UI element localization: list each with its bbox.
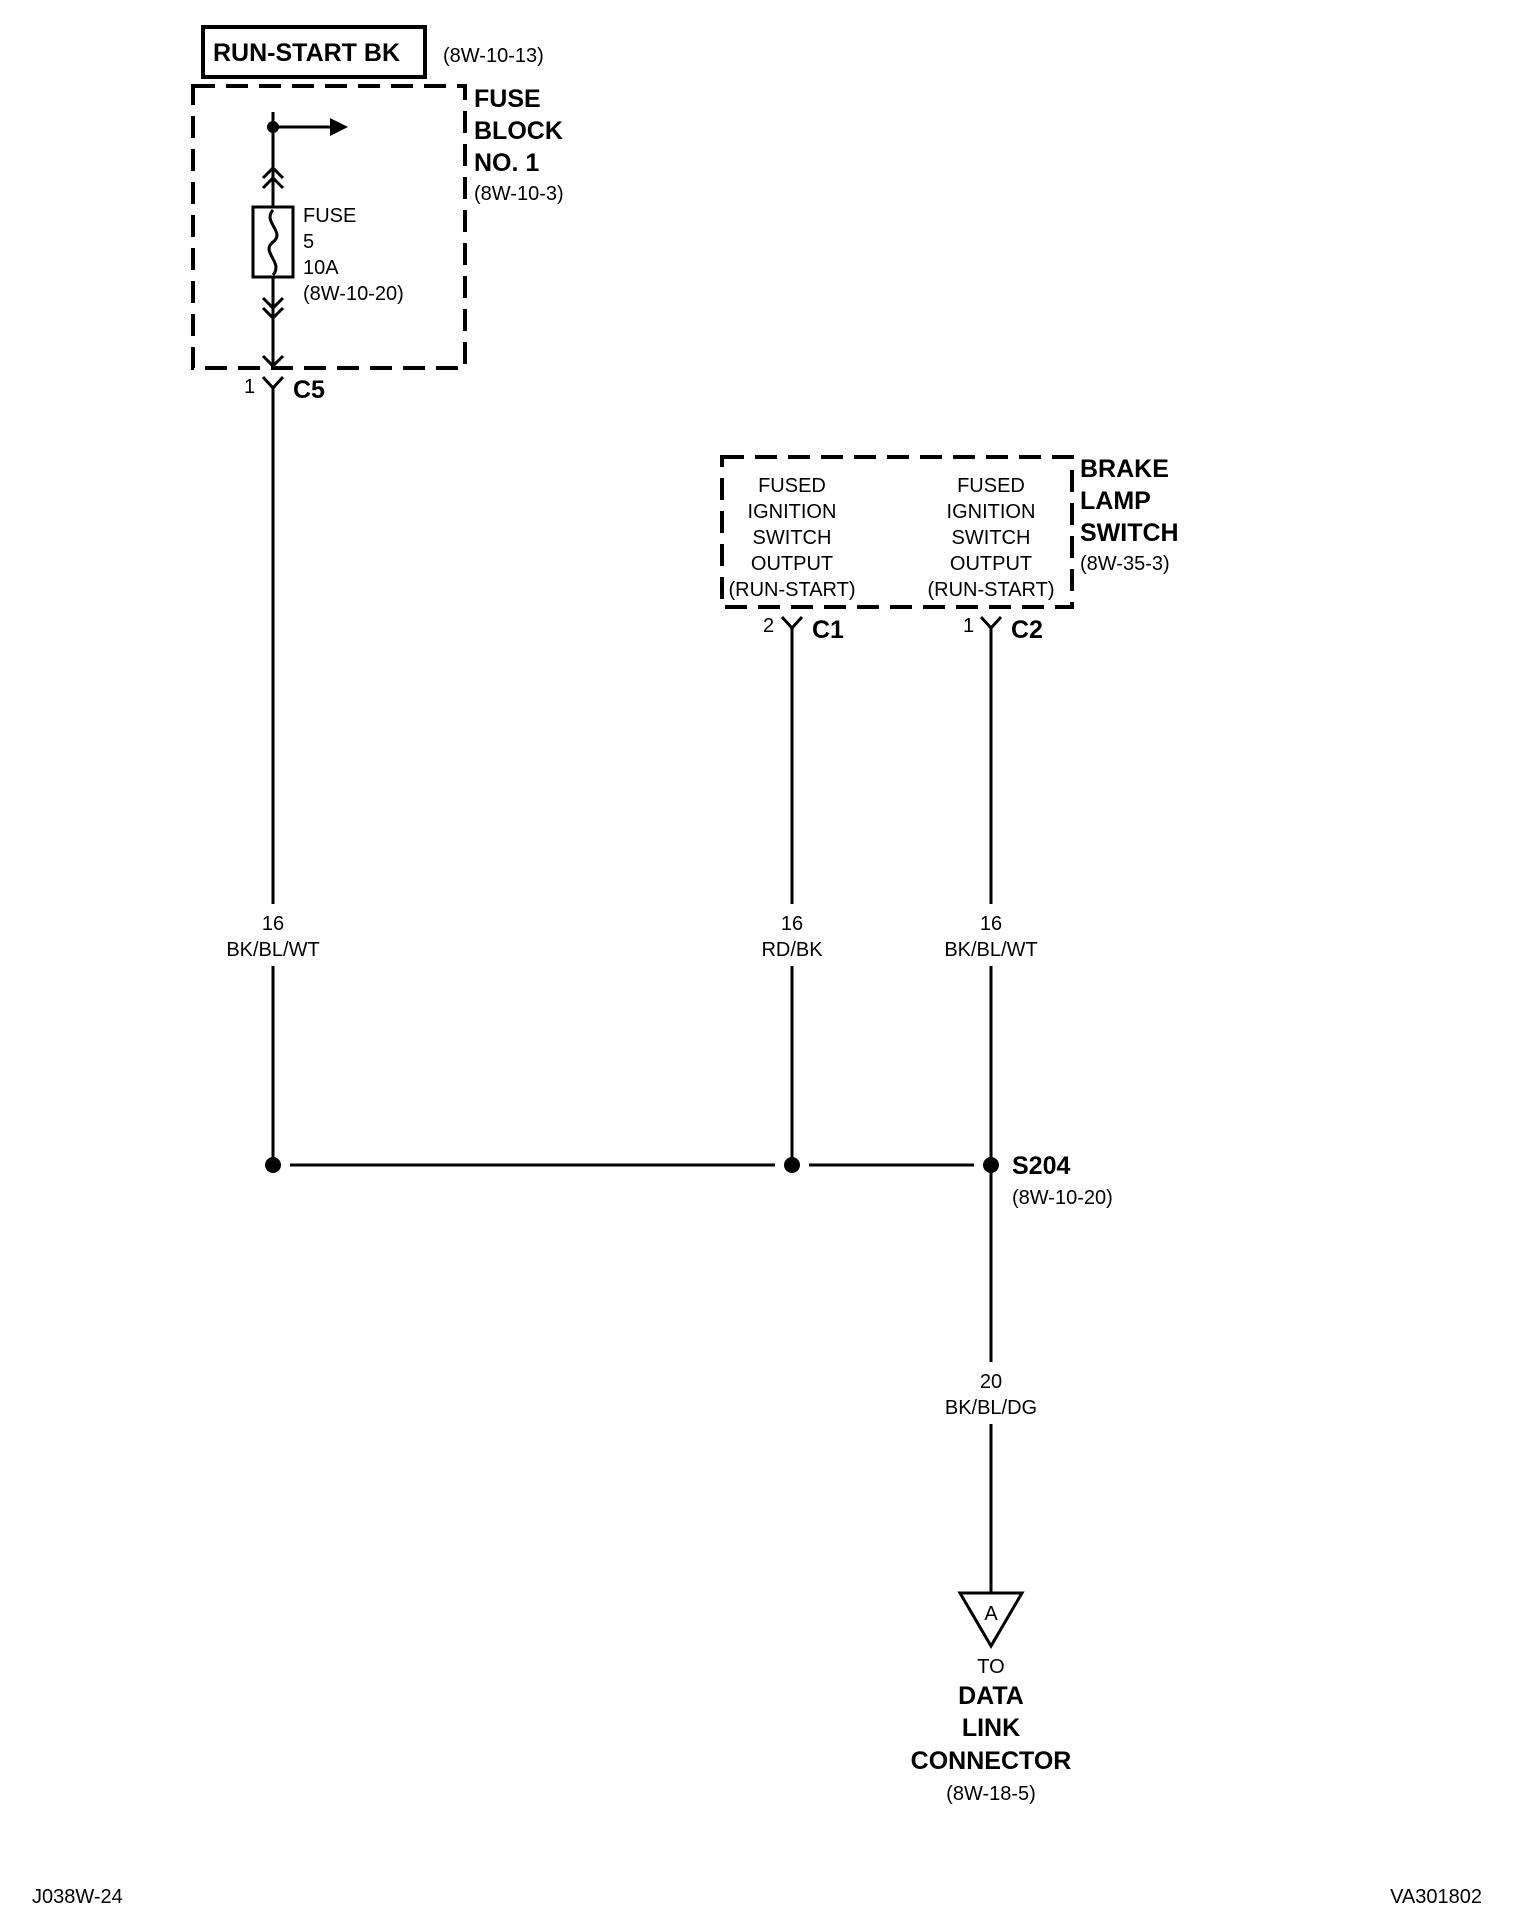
output-c1-line-3: SWITCH — [753, 527, 832, 549]
brake-lamp-switch: BRAKE LAMP SWITCH (8W-35-3) FUSED IGNITI… — [720, 455, 1179, 609]
brake-lamp-switch-title-2: LAMP — [1080, 487, 1151, 515]
destination-marker: A TO DATA LINK CONNECTOR (8W-18-5) — [911, 1591, 1072, 1805]
c2-pin: 1 — [963, 615, 974, 637]
c5-name: C5 — [293, 376, 325, 404]
wire-3-gauge: 16 — [980, 913, 1002, 935]
output-c2-line-2: IGNITION — [947, 501, 1036, 523]
fuse-block-title-2: BLOCK — [474, 117, 563, 145]
run-start-label: RUN-START BK — [213, 39, 400, 67]
output-c2-line-4: OUTPUT — [950, 553, 1032, 575]
feed-arrow-icon — [330, 118, 348, 136]
fuse-ref: (8W-10-20) — [303, 283, 404, 305]
splice-dot-1 — [265, 1157, 281, 1173]
output-c2-line-5: (RUN-START) — [927, 579, 1054, 601]
brake-lamp-switch-ref: (8W-35-3) — [1080, 553, 1170, 575]
output-c2-line-3: SWITCH — [952, 527, 1031, 549]
off-page-triangle-icon — [957, 1591, 1025, 1649]
destination-marker-letter: A — [984, 1603, 998, 1625]
fuse-block-title-1: FUSE — [474, 85, 541, 113]
fuse-block-title-3: NO. 1 — [474, 149, 539, 177]
destination-name-1: DATA — [958, 1682, 1024, 1710]
fuse-block: FUSE BLOCK NO. 1 (8W-10-3) FUSE 5 10A (8… — [191, 84, 564, 370]
wire-4: 20 BK/BL/DG — [945, 1165, 1037, 1593]
splice-name: S204 — [1012, 1152, 1070, 1180]
c5-pin: 1 — [244, 376, 255, 398]
output-c1-line-1: FUSED — [758, 475, 826, 497]
wire-3: 16 BK/BL/WT — [944, 628, 1038, 1165]
fuse-rating: 10A — [303, 257, 339, 279]
c1-name: C1 — [812, 616, 844, 644]
wire-2-gauge: 16 — [781, 913, 803, 935]
connector-c2: 1 C2 — [963, 615, 1043, 644]
footer-right-code: VA301802 — [1390, 1886, 1482, 1908]
output-c1-line-5: (RUN-START) — [728, 579, 855, 601]
c2-name: C2 — [1011, 616, 1043, 644]
run-start-box: RUN-START BK — [201, 25, 427, 79]
splice-ref: (8W-10-20) — [1012, 1187, 1113, 1209]
fuse-icon — [251, 205, 295, 279]
output-c1-line-2: IGNITION — [748, 501, 837, 523]
connector-c5: 1 C5 — [244, 375, 325, 404]
output-c1-line-4: OUTPUT — [751, 553, 833, 575]
connector-c1: 2 C1 — [763, 615, 844, 644]
destination-ref: (8W-18-5) — [946, 1783, 1036, 1805]
fuse-block-ref: (8W-10-3) — [474, 183, 564, 205]
wire-4-gauge: 20 — [980, 1371, 1002, 1393]
output-c2-label: FUSED IGNITION SWITCH OUTPUT (RUN-START) — [927, 475, 1054, 601]
destination-name-2: LINK — [962, 1714, 1020, 1742]
wire-1: 16 BK/BL/WT — [226, 388, 320, 1165]
wire-1-color: BK/BL/WT — [226, 939, 319, 961]
wire-3-color: BK/BL/WT — [944, 939, 1037, 961]
brake-lamp-switch-title-1: BRAKE — [1080, 455, 1169, 483]
wire-1-gauge: 16 — [262, 913, 284, 935]
splice-dot-2 — [784, 1157, 800, 1173]
splice-bus: S204 (8W-10-20) — [265, 1152, 1113, 1209]
output-c1-label: FUSED IGNITION SWITCH OUTPUT (RUN-START) — [728, 475, 855, 601]
footer-left-code: J038W-24 — [32, 1886, 123, 1908]
wire-2: 16 RD/BK — [761, 628, 823, 1165]
fuse-number: 5 — [303, 231, 314, 253]
run-start-ref: (8W-10-13) — [443, 45, 544, 67]
c1-pin: 2 — [763, 615, 774, 637]
wire-2-color: RD/BK — [761, 939, 823, 961]
brake-lamp-switch-title-3: SWITCH — [1080, 519, 1179, 547]
output-c2-line-1: FUSED — [957, 475, 1025, 497]
fuse-label: FUSE — [303, 205, 356, 227]
destination-to: TO — [977, 1656, 1004, 1678]
destination-name-3: CONNECTOR — [911, 1747, 1072, 1775]
wire-4-color: BK/BL/DG — [945, 1397, 1037, 1419]
